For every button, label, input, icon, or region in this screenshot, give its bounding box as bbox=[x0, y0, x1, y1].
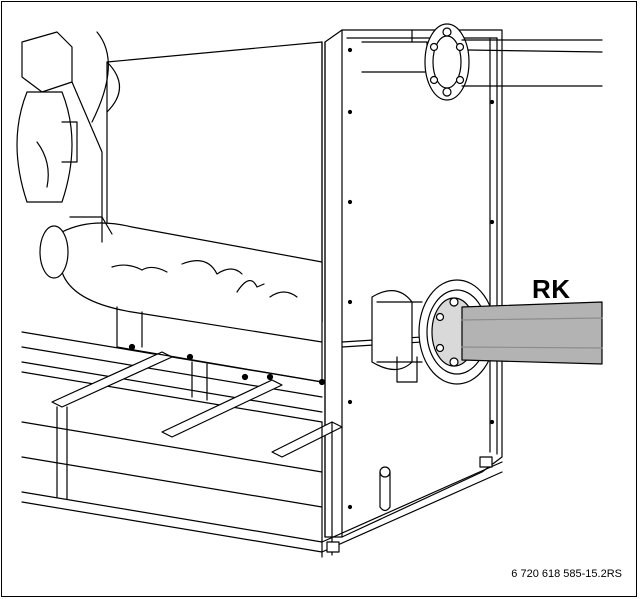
upper-flange-pipe bbox=[361, 23, 603, 101]
insulated-cylinder bbox=[39, 41, 323, 343]
figure-reference-code: 6 720 618 585-15.2RS bbox=[511, 568, 622, 580]
lower-flange-pipe bbox=[371, 279, 603, 385]
boiler-side-panel bbox=[324, 29, 503, 538]
burner-assembly bbox=[16, 31, 109, 243]
lower-housing bbox=[116, 306, 323, 383]
base-frame bbox=[21, 331, 503, 558]
return-pipe-label: RK bbox=[532, 274, 571, 304]
